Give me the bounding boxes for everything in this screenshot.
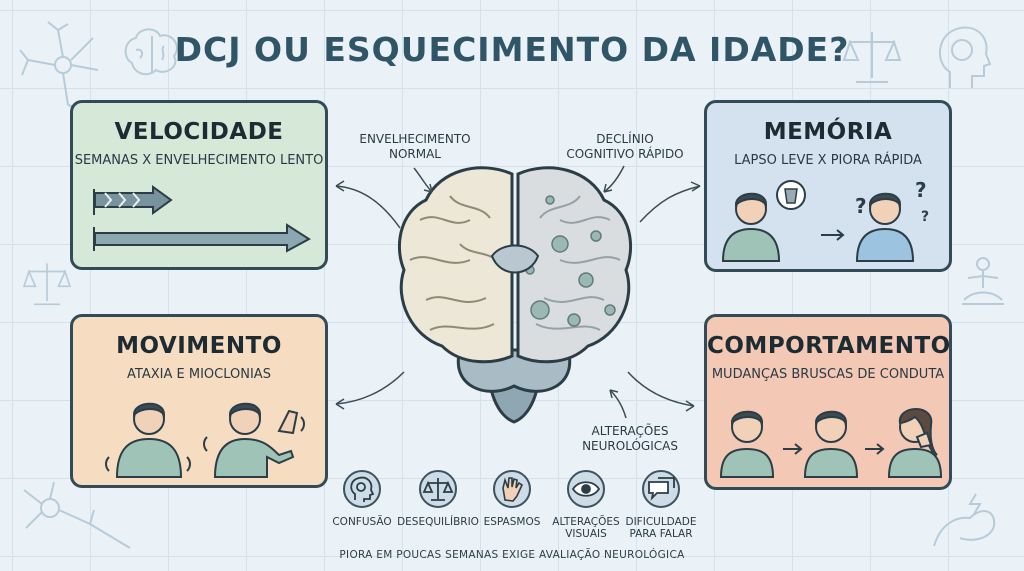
panel-movimento-subtitle: ATAXIA E MIOCLONIAS <box>127 367 271 382</box>
label-alteracoes-neurologicas: ALTERAÇÕES NEUROLÓGICAS <box>570 424 690 454</box>
label-decline-line2: COGNITIVO RÁPIDO <box>566 147 684 161</box>
label-neuro-line2: NEUROLÓGICAS <box>582 439 678 453</box>
panel-velocidade-heading: VELOCIDADE <box>114 119 284 145</box>
speech-bubble-icon <box>642 470 680 508</box>
symptom-label-line1: ESPASMOS <box>483 516 541 528</box>
arm-decoration-icon <box>933 493 996 547</box>
symptom-label-desequilibrio: DESEQUILÍBRIO <box>393 516 483 528</box>
symptom-label-line1: ALTERAÇÕES <box>552 516 620 528</box>
symptom-label-line2: PARA FALAR <box>629 528 693 540</box>
page-title: DCJ OU ESQUECIMENTO DA IDADE? <box>174 30 850 69</box>
label-normal-line2: NORMAL <box>388 147 441 161</box>
symptom-label-line1: DIFICULDADE <box>625 516 697 528</box>
label-envelhecimento-normal: ENVELHECIMENTO NORMAL <box>350 132 480 162</box>
symptom-label-dificuldade-falar: DIFICULDADE PARA FALAR <box>616 516 706 540</box>
brain-illustration <box>397 166 633 424</box>
svg-text:?: ? <box>921 209 929 225</box>
panel-comportamento: COMPORTAMENTO MUDANÇAS BRUSCAS DE CONDUT… <box>704 314 952 490</box>
footer-note: PIORA EM POUCAS SEMANAS EXIGE AVALIAÇÃO … <box>339 549 685 561</box>
symptom-label-line1: DESEQUILÍBRIO <box>397 516 479 528</box>
svg-text:?: ? <box>915 178 927 202</box>
panel-memoria-heading: MEMÓRIA <box>763 119 893 145</box>
memory-people-illustration: ? ? ? <box>721 178 929 262</box>
neuron-decoration-bottom-icon <box>23 481 131 549</box>
symptom-label-espasmos: ESPASMOS <box>467 516 557 528</box>
scales-decoration-icon <box>842 32 902 83</box>
head-gear-icon <box>343 470 381 508</box>
label-decline-line1: DECLÍNIO <box>596 132 654 146</box>
scales-decoration-left-icon <box>22 263 72 306</box>
label-declinio-cognitivo: DECLÍNIO COGNITIVO RÁPIDO <box>560 132 690 162</box>
meditation-decoration-icon <box>962 257 1004 305</box>
symptom-label-line1: CONFUSÃO <box>332 516 392 528</box>
panel-movimento: MOVIMENTO ATAXIA E MIOCLONIAS <box>70 314 328 488</box>
panel-comportamento-heading: COMPORTAMENTO <box>707 333 951 359</box>
hand-icon <box>493 470 531 508</box>
eye-icon <box>567 470 605 508</box>
panel-memoria-subtitle: LAPSO LEVE X PIORA RÁPIDA <box>734 153 922 168</box>
head-decoration-icon <box>939 26 992 88</box>
panel-memoria: MEMÓRIA LAPSO LEVE X PIORA RÁPIDA ? ? ? <box>704 100 952 272</box>
label-normal-line1: ENVELHECIMENTO <box>359 132 471 146</box>
panel-movimento-heading: MOVIMENTO <box>116 333 282 359</box>
panel-velocidade-subtitle: SEMANAS X ENVELHECIMENTO LENTO <box>74 153 324 168</box>
symptom-label-line2: VISUAIS <box>565 528 607 540</box>
speed-arrows-illustration <box>93 185 311 253</box>
symptom-label-alteracoes-visuais: ALTERAÇÕES VISUAIS <box>541 516 631 540</box>
brain-decoration-icon <box>124 28 178 76</box>
behavior-people-illustration <box>719 408 943 478</box>
svg-text:?: ? <box>855 194 867 218</box>
scales-icon <box>419 470 457 508</box>
symptom-label-confusao: CONFUSÃO <box>317 516 407 528</box>
panel-comportamento-subtitle: MUDANÇAS BRUSCAS DE CONDUTA <box>711 367 945 382</box>
label-neuro-line1: ALTERAÇÕES <box>591 424 669 438</box>
movement-people-illustration <box>105 402 305 478</box>
panel-velocidade: VELOCIDADE SEMANAS X ENVELHECIMENTO LENT… <box>70 100 328 270</box>
